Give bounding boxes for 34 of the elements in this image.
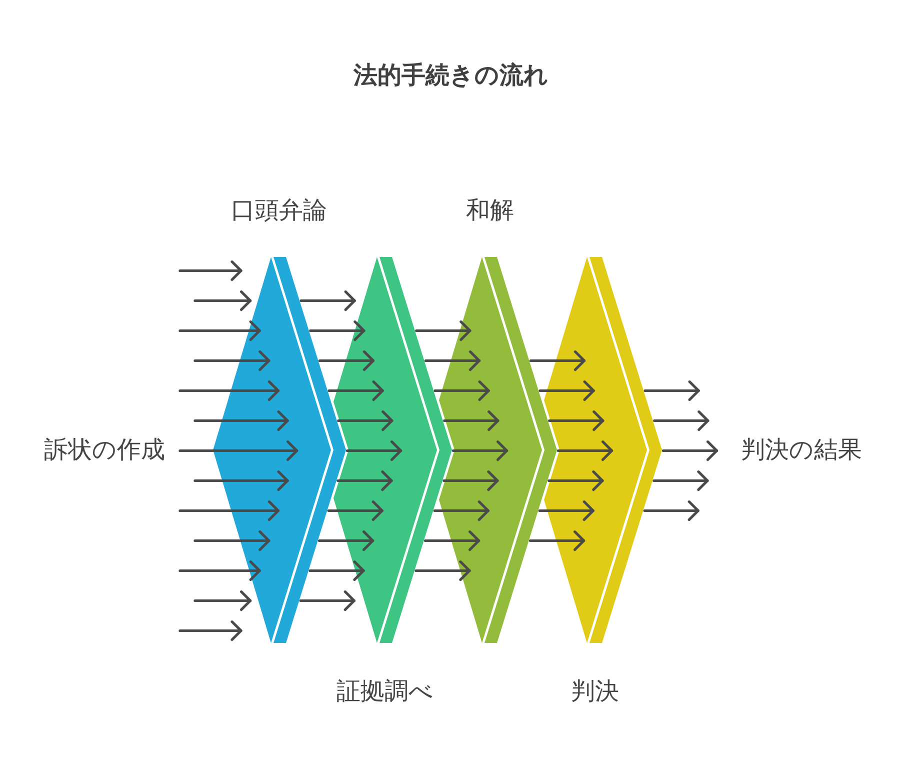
arrow	[434, 380, 490, 401]
arrow	[433, 500, 490, 521]
arrow	[328, 380, 384, 401]
stage-label: 証拠調べ	[336, 676, 434, 706]
stage-label: 和解	[466, 196, 514, 224]
arrow	[178, 620, 242, 641]
arrow	[548, 410, 604, 431]
arrow	[443, 410, 500, 431]
arrow	[548, 470, 604, 491]
arrow	[178, 560, 261, 581]
arrow	[194, 410, 289, 431]
step-label: 判決の結果	[741, 436, 862, 464]
arrow	[452, 440, 508, 461]
arrow	[662, 440, 718, 461]
arrow	[538, 500, 594, 521]
arrow	[178, 260, 242, 281]
arrow	[538, 380, 595, 401]
stage-label: 口頭弁論	[231, 196, 327, 224]
arrow	[194, 530, 270, 551]
arrow	[178, 440, 298, 461]
diagram-title: 法的手続きの流れ	[354, 61, 548, 90]
step-label: 訴状の作成	[44, 436, 165, 464]
arrow	[178, 380, 280, 401]
arrow	[194, 350, 270, 371]
stage-label: 判決	[571, 676, 619, 706]
arrow	[194, 470, 289, 491]
arrow	[194, 590, 252, 611]
arrow	[556, 440, 614, 461]
arrow	[194, 290, 252, 311]
arrow	[178, 500, 280, 521]
arrow	[178, 320, 261, 341]
arrow	[442, 470, 499, 491]
arrow	[337, 410, 394, 431]
arrow	[336, 470, 393, 491]
